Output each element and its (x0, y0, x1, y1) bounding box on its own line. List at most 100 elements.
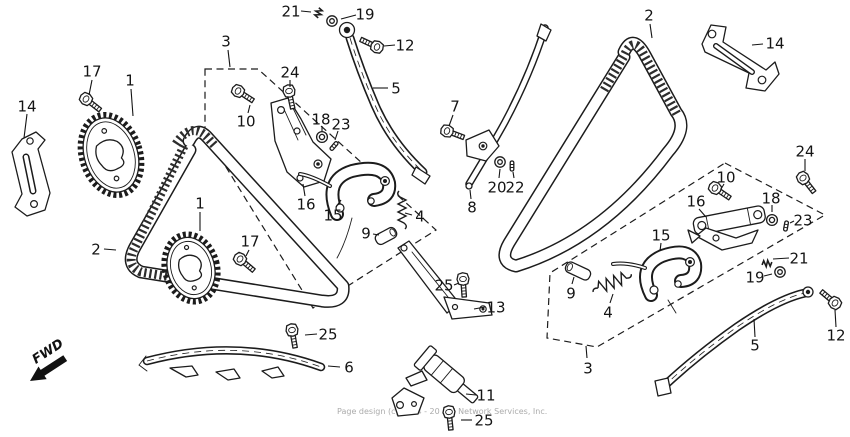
callout-leader-4-15 (404, 212, 413, 216)
callout-20-26: 20 (487, 179, 506, 197)
bolt-24-right (793, 168, 820, 197)
callout-1-6: 1 (125, 72, 135, 90)
callout-2-29: 2 (644, 7, 654, 25)
callout-2-16: 2 (91, 241, 101, 259)
nut-18-right (765, 213, 779, 227)
callout-7-25: 7 (450, 98, 460, 116)
callout-leader-11-23 (465, 393, 477, 396)
callout-11-23: 11 (476, 387, 495, 405)
dashed-box-left (204, 68, 437, 309)
callout-14-7: 14 (17, 98, 36, 116)
washer-19-left (326, 15, 338, 27)
callout-15-41: 15 (651, 227, 670, 245)
callout-25-21: 25 (434, 277, 453, 295)
callout-10-9: 10 (236, 113, 255, 131)
part-arm-15-right (611, 245, 703, 314)
callout-leader-17-18 (245, 249, 250, 257)
callout-24-4: 24 (280, 64, 299, 82)
callout-3-3: 3 (221, 33, 231, 51)
callout-19-37: 19 (745, 269, 764, 287)
callout-21-0: 21 (281, 3, 300, 21)
callout-19-1: 19 (355, 6, 374, 24)
callout-8-28: 8 (467, 199, 477, 217)
callout-leader-21-0 (300, 10, 312, 13)
callout-leader-4-43 (609, 293, 614, 304)
callout-18-10: 18 (311, 111, 330, 129)
callout-24-31: 24 (795, 143, 814, 161)
bolt-7 (438, 122, 467, 144)
callout-leader-1-6 (130, 88, 134, 117)
callout-leader-22-27 (512, 171, 515, 179)
part-bracket-13 (397, 240, 493, 320)
bolt-12-left (357, 33, 386, 56)
callout-leader-21-36 (772, 257, 790, 260)
part-blade-5-right (654, 286, 814, 397)
part-tensioner-11 (391, 345, 479, 417)
callout-16-12: 16 (296, 196, 315, 214)
callout-10-32: 10 (716, 169, 735, 187)
callout-5-8: 5 (391, 80, 401, 98)
clip-21-left (313, 6, 324, 20)
callout-3-40: 3 (583, 360, 593, 378)
callout-leader-25-21 (453, 282, 460, 286)
callout-leader-12-2 (383, 44, 396, 47)
callout-17-18: 17 (240, 233, 259, 251)
callout-9-42: 9 (566, 285, 576, 303)
callout-leader-15-41 (659, 242, 662, 252)
callout-leader-19-37 (763, 273, 773, 277)
callout-15-13: 15 (323, 207, 342, 225)
callout-6-22: 6 (344, 359, 354, 377)
callout-leader-16-33 (698, 208, 707, 218)
pin-23-right (782, 220, 790, 232)
callout-leader-7-25 (448, 114, 454, 127)
callout-leader-5-38 (753, 318, 756, 338)
callout-16-33: 16 (686, 193, 705, 211)
callout-25-19: 25 (318, 326, 337, 344)
washer-20 (494, 156, 506, 168)
bolt-17-lower (230, 249, 259, 276)
part-blade-5-left (338, 21, 431, 185)
cam-sprocket-large (77, 111, 145, 199)
bolt-25-center (455, 271, 471, 299)
callout-leader-9-42 (571, 276, 575, 285)
bolt-10-left (228, 81, 258, 107)
callout-leader-10-32 (720, 183, 725, 190)
part-guide-8 (465, 23, 552, 190)
callout-leader-16-12 (302, 183, 306, 197)
clip-21-right (760, 259, 773, 268)
callout-leader-20-26 (498, 168, 501, 179)
callout-14-30: 14 (765, 35, 784, 53)
cam-sprocket-small (161, 231, 221, 305)
part-roller-9-left (374, 226, 398, 246)
callout-leader-13-20 (473, 306, 486, 310)
part-arm-15-left (298, 161, 397, 259)
callout-17-5: 17 (82, 63, 101, 81)
callout-leader-8-28 (469, 189, 472, 200)
callout-leader-14-7 (23, 113, 28, 139)
callout-5-38: 5 (750, 337, 760, 355)
callout-leader-12-39 (834, 309, 837, 328)
callout-leader-10-9 (247, 104, 251, 114)
pin-23-left (328, 140, 340, 152)
callout-23-35: 23 (793, 212, 812, 230)
part-guide-6 (138, 346, 326, 381)
part-spring-4-left (396, 190, 408, 230)
callout-1-17: 1 (195, 195, 205, 213)
callout-13-20: 13 (486, 299, 505, 317)
callout-12-39: 12 (826, 327, 845, 345)
callout-leader-25-19 (304, 333, 318, 336)
callout-leader-15-13 (335, 199, 342, 208)
part-roller-9-right (564, 261, 592, 281)
callout-4-15: 4 (415, 208, 425, 226)
callout-leader-3-3 (227, 49, 231, 68)
bolt-17-top (76, 89, 105, 116)
callout-4-43: 4 (603, 304, 613, 322)
watermark: Page design (c) 2004 - 20 ARI Network Se… (337, 407, 547, 416)
part-bracket-14-right (701, 24, 780, 92)
callout-leader-3-40 (585, 345, 588, 359)
callout-9-14: 9 (361, 225, 371, 243)
callout-leader-17-5 (88, 79, 93, 96)
part-spring-4-right (592, 270, 632, 294)
